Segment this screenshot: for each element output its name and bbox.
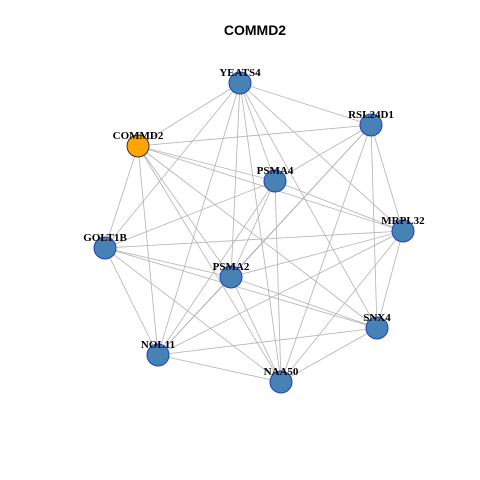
graph-title: COMMD2 [224, 22, 286, 38]
edge-psma2-naa50 [230, 276, 282, 383]
node-circle-psma2[interactable] [219, 265, 243, 289]
node-circle-nol11[interactable] [146, 343, 170, 367]
edge-mrpl32-snx4 [376, 230, 404, 329]
edge-psma2-snx4 [230, 276, 378, 329]
node-rsl24d1[interactable]: RSL24D1 [348, 109, 394, 137]
node-golt1b[interactable]: GOLT1B [83, 232, 127, 260]
edge-commd2-nol11 [137, 145, 159, 356]
edge-mrpl32-psma2 [230, 230, 404, 278]
edge-rsl24d1-commd2 [137, 124, 372, 147]
edge-snx4-naa50 [280, 327, 378, 383]
node-mrpl32[interactable]: MRPL32 [381, 215, 425, 243]
node-label-golt1b: GOLT1B [83, 232, 127, 244]
node-psma4[interactable]: PSMA4 [257, 165, 294, 193]
edge-commd2-snx4 [137, 145, 378, 329]
edge-nol11-naa50 [157, 354, 282, 383]
edge-golt1b-naa50 [104, 247, 282, 383]
edge-mrpl32-golt1b [104, 230, 404, 249]
edge-psma4-golt1b [104, 180, 276, 249]
node-circle-psma4[interactable] [263, 169, 287, 193]
edge-yeats4-commd2 [137, 82, 241, 147]
edge-rsl24d1-naa50 [280, 124, 372, 383]
node-label-psma4: PSMA4 [257, 165, 294, 177]
edge-commd2-psma2 [137, 145, 232, 278]
edge-psma4-psma2 [230, 180, 276, 278]
edge-psma4-nol11 [157, 180, 276, 356]
edge-yeats4-mrpl32 [239, 82, 404, 232]
node-circle-rsl24d1[interactable] [359, 113, 383, 137]
edge-commd2-golt1b [104, 145, 139, 249]
edge-psma2-nol11 [157, 276, 232, 356]
node-label-commd2: COMMD2 [113, 130, 164, 142]
edge-commd2-psma4 [137, 145, 276, 182]
node-circle-mrpl32[interactable] [391, 219, 415, 243]
node-circle-commd2[interactable] [126, 134, 150, 158]
edge-golt1b-snx4 [104, 247, 378, 329]
edge-yeats4-snx4 [239, 82, 378, 329]
node-circle-naa50[interactable] [269, 370, 293, 394]
edge-snx4-nol11 [157, 327, 378, 356]
edge-rsl24d1-snx4 [370, 124, 378, 329]
edge-psma4-mrpl32 [274, 180, 404, 232]
edge-yeats4-rsl24d1 [239, 82, 372, 126]
edge-golt1b-psma2 [104, 247, 232, 278]
edge-golt1b-nol11 [104, 247, 159, 356]
node-circle-snx4[interactable] [365, 316, 389, 340]
edge-yeats4-nol11 [157, 82, 241, 356]
edge-yeats4-psma4 [239, 82, 276, 182]
node-yeats4[interactable]: YEATS4 [219, 67, 261, 95]
node-label-naa50: NAA50 [264, 366, 299, 378]
node-label-yeats4: YEATS4 [219, 67, 261, 79]
edge-yeats4-naa50 [239, 82, 282, 383]
edge-mrpl32-naa50 [280, 230, 404, 383]
node-label-snx4: SNX4 [363, 312, 391, 324]
node-snx4[interactable]: SNX4 [363, 312, 391, 340]
node-label-nol11: NOL11 [141, 339, 175, 351]
edge-yeats4-golt1b [104, 82, 241, 249]
edge-yeats4-psma2 [230, 82, 241, 278]
node-commd2[interactable]: COMMD2 [113, 130, 164, 158]
node-label-rsl24d1: RSL24D1 [348, 109, 394, 121]
node-nol11[interactable]: NOL11 [141, 339, 175, 367]
node-circle-golt1b[interactable] [93, 236, 117, 260]
edge-psma4-naa50 [274, 180, 282, 383]
edge-layer [104, 82, 404, 383]
node-circle-yeats4[interactable] [228, 71, 252, 95]
node-label-mrpl32: MRPL32 [381, 215, 425, 227]
edge-rsl24d1-psma4 [274, 124, 372, 182]
edge-rsl24d1-mrpl32 [370, 124, 404, 232]
node-label-psma2: PSMA2 [213, 261, 250, 273]
node-psma2[interactable]: PSMA2 [213, 261, 250, 289]
edge-mrpl32-nol11 [157, 230, 404, 356]
node-naa50[interactable]: NAA50 [264, 366, 299, 394]
